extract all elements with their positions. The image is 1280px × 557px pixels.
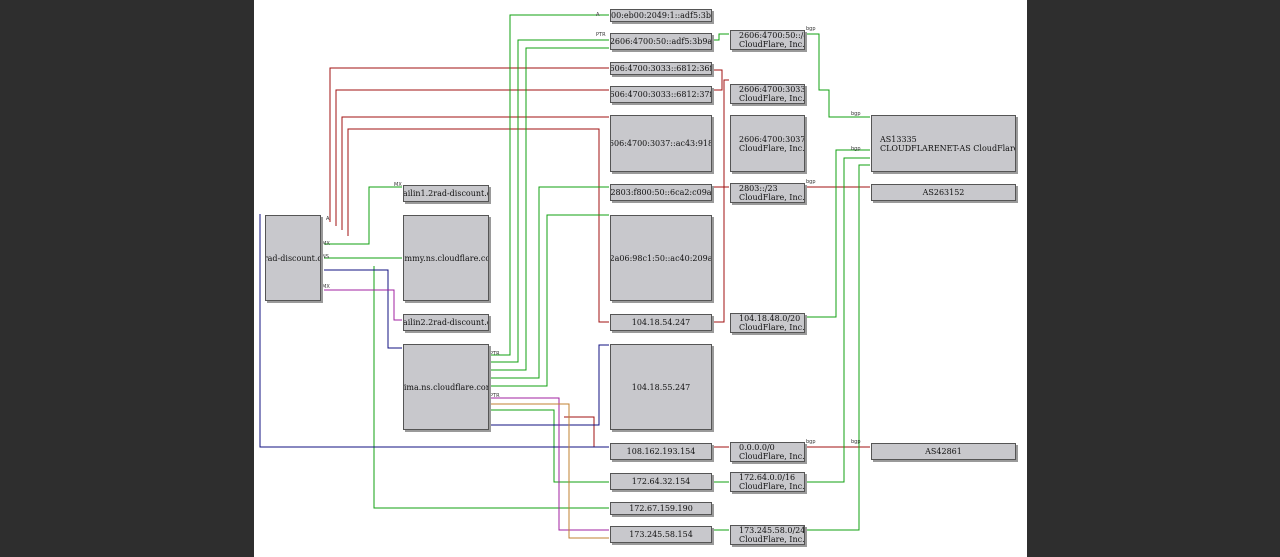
domain-node[interactable]: 2rad-discount.de — [265, 215, 321, 301]
edge-domain-ip6-5 — [341, 116, 609, 230]
edge-label-bgp-4: bgp — [851, 111, 861, 117]
edge-label-bgp-3: bgp — [806, 439, 816, 445]
prefix-node-8[interactable]: 173.245.58.0/24 CloudFlare, Inc. — [730, 525, 805, 545]
ns-cf-node[interactable]: dima.ns.cloudflare.com — [403, 344, 489, 430]
edge-nscf-ip4-6b — [490, 403, 609, 539]
edge-pfx8-ascf — [805, 164, 870, 531]
ip4-node-2[interactable]: 104.18.55.247 — [610, 344, 712, 430]
ip6-node-2[interactable]: 2606:4700:50::adf5:3b9a — [610, 33, 712, 50]
prefix-2-range: 2606:4700:3033::/48 — [739, 85, 805, 94]
edge-ip4-1-pfx — [712, 79, 729, 323]
edge-domain-ip4-1 — [347, 128, 609, 323]
as-42861-node[interactable]: AS42861 — [871, 443, 1016, 460]
edge-label-mx-3: MX — [394, 182, 402, 188]
prefix-1-range: 2606:4700:50::/44 — [739, 31, 804, 40]
edge-label-ns: NS — [322, 254, 329, 260]
edge-label-ptr-2: PTR — [490, 393, 500, 399]
ip4-node-6[interactable]: 173.245.58.154 — [610, 526, 712, 543]
prefix-node-3[interactable]: 2606:4700:3037::/48 CloudFlare, Inc. — [730, 115, 805, 172]
ip6-node-5[interactable]: 2606:4700:3037::ac43:9182 — [610, 115, 712, 172]
ip6-node-1[interactable]: 2a00:eb00:2049:1::adf5:3b9a — [610, 9, 712, 22]
mx2-node[interactable]: mailin2.2rad-discount.de — [403, 314, 489, 331]
edge-ip6-loop — [712, 69, 723, 91]
prefix-3-owner: CloudFlare, Inc. — [739, 143, 805, 153]
edge-label-bgp: bgp — [806, 26, 816, 32]
prefix-2-owner: CloudFlare, Inc. — [739, 94, 805, 103]
mx1-node[interactable]: mailin1.2rad-discount.de — [403, 185, 489, 202]
as-263152-node[interactable]: AS263152 — [871, 184, 1016, 201]
edge-domain-mx1 — [324, 186, 402, 245]
ns-dummy-node[interactable]: dummy.ns.cloudflare.com — [403, 215, 489, 301]
prefix-node-7[interactable]: 172.64.0.0/16 CloudFlare, Inc. — [730, 472, 805, 492]
prefix-5-range: 104.18.48.0/20 — [739, 314, 801, 323]
edge-nscf-ip6-6 — [490, 186, 609, 379]
edge-nscf-ip6-7 — [490, 214, 609, 387]
ip6-node-6[interactable]: 2803:f800:50::6ca2:c09a — [610, 184, 712, 201]
prefix-4-range: 2803::/23 — [739, 184, 778, 193]
edge-domain-ip4-5 — [373, 266, 609, 509]
as-cloudflare-name: CLOUDFLARENET-AS CloudFlare, Inc. — [880, 143, 1015, 153]
edge-label-bgp-2: bgp — [806, 179, 816, 185]
edge-nscf-ip4-2 — [490, 344, 609, 426]
edge-domain-mx2 — [324, 289, 402, 321]
prefix-8-range: 173.245.58.0/24 — [739, 526, 805, 535]
prefix-node-4[interactable]: 2803::/23 CloudFlare, Inc. — [730, 183, 805, 203]
edge-label-ptr-3: PTR — [596, 32, 606, 38]
ip4-node-3[interactable]: 108.162.193.154 — [610, 443, 712, 460]
ip6-node-4[interactable]: 2606:4700:3033::6812:37f7 — [610, 86, 712, 103]
prefix-node-5[interactable]: 104.18.48.0/20 CloudFlare, Inc. — [730, 313, 805, 333]
prefix-8-owner: CloudFlare, Inc. — [739, 535, 805, 544]
edge-label-mx: MX — [322, 241, 330, 247]
edge-domain-ip6-4 — [335, 89, 609, 226]
ip4-node-1[interactable]: 104.18.54.247 — [610, 314, 712, 331]
prefix-7-range: 172.64.0.0/16 — [739, 473, 796, 482]
ip4-node-5[interactable]: 172.67.159.190 — [610, 502, 712, 515]
edge-nscf-ip6-2 — [490, 39, 609, 363]
prefix-node-2[interactable]: 2606:4700:3033::/48 CloudFlare, Inc. — [730, 84, 805, 104]
edge-domain-ip4-3 — [259, 214, 609, 448]
edge-nscf-ip4-6 — [490, 397, 609, 531]
prefix-3-range: 2606:4700:3037::/48 — [739, 134, 805, 144]
edge-nscf-ip6-2b — [490, 47, 609, 371]
edge-layer: A MX NS MX MX PTR PTR A PTR bgp bgp bgp … — [259, 12, 870, 539]
edge-pfx7-ascf — [805, 157, 870, 483]
prefix-5-owner: CloudFlare, Inc. — [739, 323, 805, 332]
prefix-6-range: 0.0.0.0/0 — [739, 443, 775, 452]
ip6-node-3[interactable]: 2606:4700:3033::6812:36f7 — [610, 62, 712, 75]
prefix-1-owner: CloudFlare, Inc. — [739, 40, 805, 49]
edge-ip6-2-pfx — [712, 33, 729, 41]
edge-nscf-ip4-4 — [490, 409, 609, 483]
edge-label-a: A — [326, 216, 330, 222]
ip6-node-7[interactable]: 2a06:98c1:50::ac40:209a — [610, 215, 712, 301]
edge-label-ptr: PTR — [490, 351, 500, 357]
edge-domain-nscf — [324, 269, 402, 349]
edge-label-mx-2: MX — [322, 284, 330, 290]
edge-pfx1-ascf — [805, 33, 870, 118]
prefix-node-6[interactable]: 0.0.0.0/0 CloudFlare, Inc. — [730, 442, 805, 462]
as-cloudflare-node[interactable]: AS13335 CLOUDFLARENET-AS CloudFlare, Inc… — [871, 115, 1016, 172]
edge-label-bgp-6: bgp — [851, 439, 861, 445]
prefix-node-1[interactable]: 2606:4700:50::/44 CloudFlare, Inc. — [730, 30, 805, 50]
diagram-canvas: A MX NS MX MX PTR PTR A PTR bgp bgp bgp … — [254, 0, 1027, 557]
ip4-node-4[interactable]: 172.64.32.154 — [610, 473, 712, 490]
edge-pfx5-ascf — [805, 149, 870, 318]
edge-label-bgp-5: bgp — [851, 146, 861, 152]
prefix-7-owner: CloudFlare, Inc. — [739, 482, 805, 491]
edge-nscf-ip6-1 — [490, 14, 609, 356]
edge-label-a-2: A — [596, 12, 600, 18]
edge-domain-ip6-3 — [329, 67, 609, 222]
edge-nscf-ip4-3 — [564, 416, 609, 448]
prefix-6-owner: CloudFlare, Inc. — [739, 452, 805, 461]
as-cloudflare-number: AS13335 — [880, 134, 917, 144]
prefix-4-owner: CloudFlare, Inc. — [739, 193, 805, 202]
